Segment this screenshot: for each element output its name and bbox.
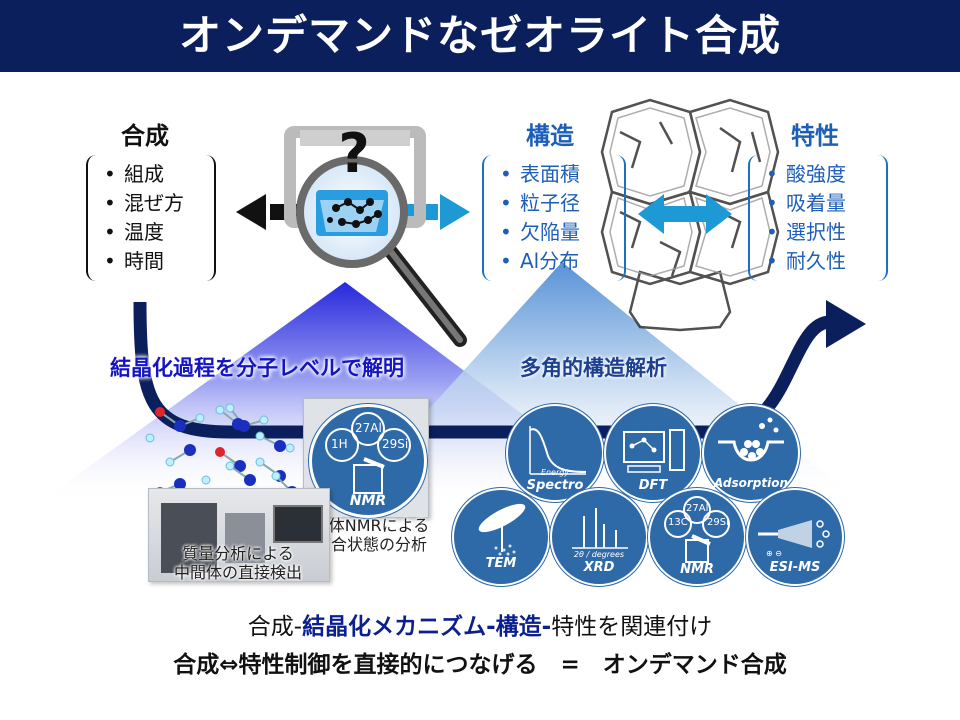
spectro-label: Spectro [526, 478, 584, 493]
synthesis-list: 組成 混ぜ方 温度 時間 [104, 160, 184, 276]
adsorption-label: Adsorption [713, 476, 789, 490]
conclusion-line-1: 合成-結晶化メカニズム-構造-特性を関連付け [247, 614, 713, 640]
spectro-sub: Energy [540, 468, 570, 477]
multi-structure-caption: 多角的構造解析 [520, 356, 667, 380]
nmr-label: NMR [680, 562, 714, 577]
page-title: オンデマンドなゼオライト合成 [178, 11, 781, 60]
esims-icon: ⊕ ⊖ [758, 520, 830, 558]
nmr-badge-al: 27Al [355, 421, 382, 435]
instrument-shape [225, 513, 265, 563]
structure-box [482, 155, 626, 281]
nmr-technique: 13C 27Al 29Si NMR [648, 488, 746, 586]
title-bar [0, 0, 960, 72]
nmr-badge-icons [325, 412, 411, 494]
list-item: 酸強度 [766, 160, 846, 189]
magnifier-group [284, 126, 467, 347]
list-item: 時間 [104, 247, 184, 276]
nmr-badge-si: 29Si [382, 437, 409, 451]
dft-technique: DFT [604, 404, 702, 502]
properties-heading: 特性 [791, 122, 839, 150]
right-arrow-head [440, 194, 470, 230]
question-mark: ? [338, 122, 370, 185]
instrument-shape [161, 503, 217, 573]
xrd-technique: 2θ / degrees XRD [550, 488, 648, 586]
double-arrow [638, 194, 732, 234]
list-item: 選択性 [766, 218, 846, 247]
nmr-photo-caption: 固体NMRによる 結合状態の分析 [312, 516, 430, 554]
xrd-label: XRD [583, 560, 615, 575]
nmr-si: 29Si [707, 517, 729, 528]
nmr-badge-label: NMR [349, 493, 387, 509]
nmr-icon [664, 496, 730, 563]
list-item: 表面積 [500, 160, 580, 189]
structure-heading: 構造 [526, 122, 574, 150]
svg-text:⊕ ⊖: ⊕ ⊖ [766, 549, 782, 558]
properties-box [748, 155, 888, 281]
list-item: 耐久性 [766, 247, 846, 276]
synthesis-heading: 合成 [121, 122, 169, 150]
adsorption-icon [718, 417, 784, 462]
computer-icon [623, 429, 685, 473]
xrd-icon [572, 508, 628, 549]
flow-arrow-head [826, 300, 866, 348]
list-item: 混ぜ方 [104, 189, 184, 218]
crystallization-caption: 結晶化過程を分子レベルで解明 [110, 356, 404, 380]
spectro-icon [529, 426, 587, 475]
list-item: 組成 [104, 160, 184, 189]
esims-technique: ⊕ ⊖ ESI-MS [746, 488, 844, 586]
background-graphics [40, 98, 866, 502]
spectro-technique: Energy Spectro [506, 404, 604, 502]
list-item: Al分布 [500, 247, 580, 276]
nmr-badge-h: 1H [331, 437, 348, 451]
list-item: 粒子径 [500, 189, 580, 218]
mass-spec-caption: 質量分析による 中間体の直接検出 [173, 544, 302, 582]
dft-label: DFT [638, 478, 668, 493]
esims-label: ESI-MS [769, 560, 821, 575]
adsorption-technique: Adsorption [702, 404, 800, 502]
nmr-c: 13C [668, 517, 688, 528]
list-item: 吸着量 [766, 189, 846, 218]
tem-technique: TEM [452, 488, 550, 586]
left-arrow-head [236, 194, 266, 230]
mass-spec-photo [148, 488, 330, 582]
conclusion-line-2: 合成⇔特性制御を直接的につなげる = オンデマンド合成 [173, 652, 787, 678]
list-item: 温度 [104, 218, 184, 247]
monitor-shape [273, 505, 323, 543]
tem-label: TEM [485, 556, 517, 571]
structure-list: 表面積 粒子径 欠陥量 Al分布 [500, 160, 580, 276]
properties-list: 酸強度 吸着量 選択性 耐久性 [766, 160, 846, 276]
synthesis-box [86, 155, 216, 281]
xrd-sub: 2θ / degrees [573, 550, 625, 559]
tem-icon [478, 503, 526, 556]
list-item: 欠陥量 [500, 218, 580, 247]
nmr-al: 27Al [686, 503, 709, 514]
